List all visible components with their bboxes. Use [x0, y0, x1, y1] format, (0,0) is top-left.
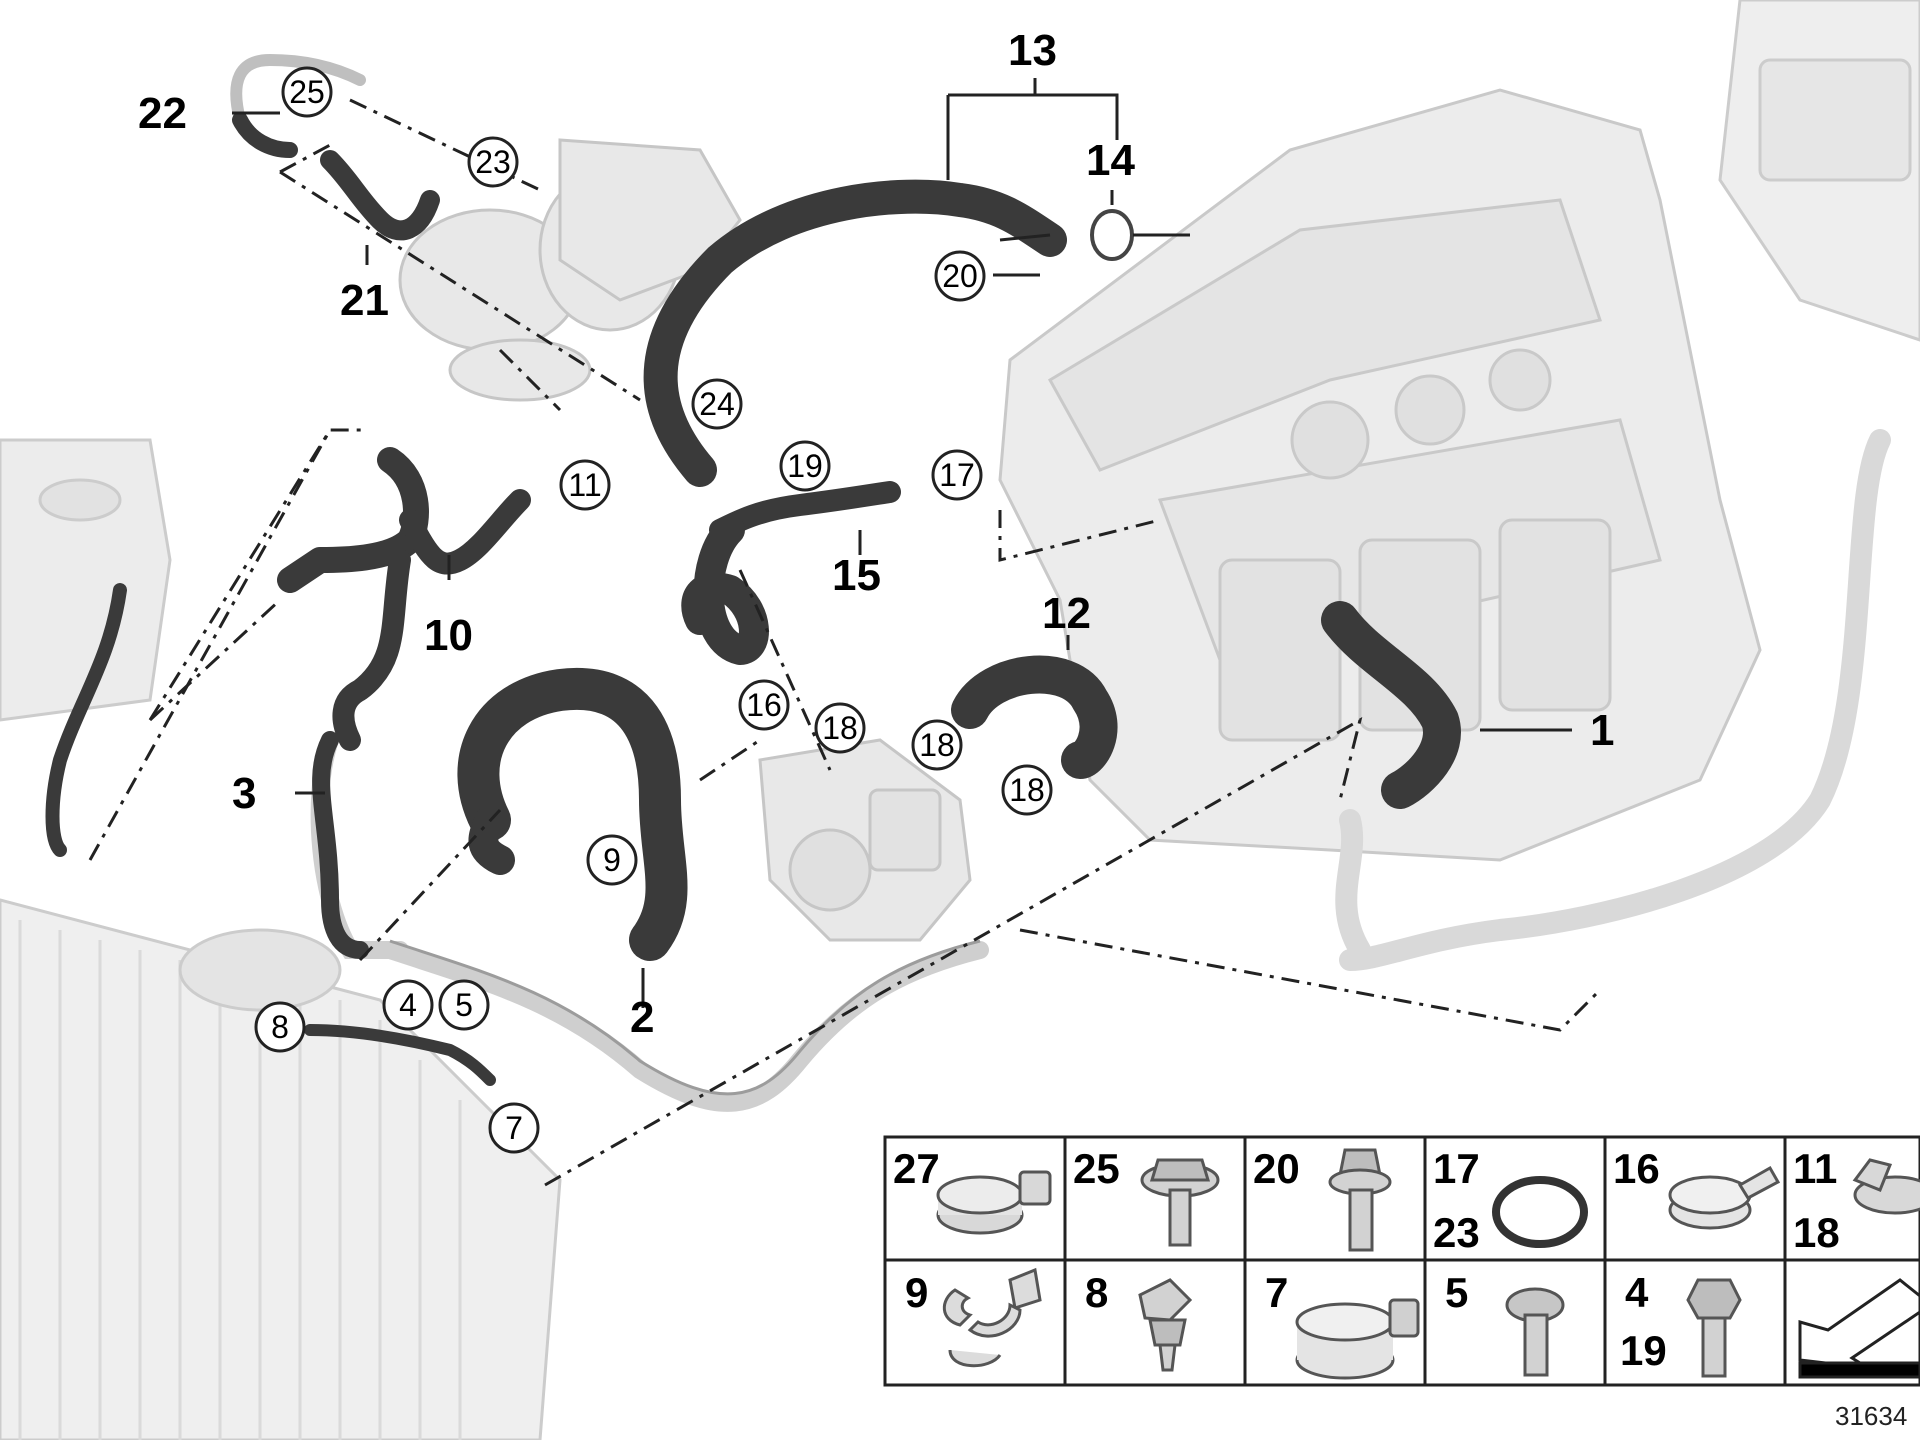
parts-num-9: 9 [905, 1269, 928, 1316]
turbo-coolant-line [230, 53, 366, 126]
callout-16: 16 [738, 679, 790, 731]
expansion-tank [0, 438, 172, 722]
heater-pipe [1335, 429, 1891, 971]
parts-num-4: 4 [1625, 1269, 1649, 1316]
reference-number: 31634 [1835, 1401, 1907, 1431]
callout-18-a: 18 [814, 702, 866, 754]
coolant-pipe-lower-outline [389, 939, 981, 1096]
svg-text:18: 18 [919, 727, 955, 763]
hose-22 [232, 112, 298, 158]
label-13: 13 [1008, 26, 1057, 75]
label-15: 15 [832, 551, 881, 600]
o-ring-icon [1492, 1176, 1588, 1248]
svg-text:5: 5 [455, 987, 473, 1023]
label-14: 14 [1086, 136, 1135, 185]
part-number-labels: 1 2 3 10 12 13 14 15 21 22 [138, 26, 1614, 1042]
pan-screw-icon [1505, 1287, 1565, 1377]
svg-text:11: 11 [568, 467, 601, 503]
dark-hoses [45, 150, 1461, 1086]
band-clamp-icon [1295, 1298, 1420, 1380]
spring-clamp-icon [1668, 1165, 1781, 1230]
parts-num-18: 18 [1793, 1209, 1840, 1256]
svg-text:23: 23 [475, 144, 511, 180]
o-ring-14 [1090, 209, 1134, 261]
parts-num-23: 23 [1433, 1209, 1480, 1256]
parts-num-7: 7 [1265, 1269, 1288, 1316]
callout-23: 23 [467, 136, 519, 188]
hex-bolt-icon [1686, 1278, 1742, 1378]
flange-bolt-icon [1140, 1158, 1220, 1247]
label-12: 12 [1042, 589, 1091, 638]
svg-text:18: 18 [822, 710, 858, 746]
callout-18-c: 18 [1001, 764, 1053, 816]
callout-25: 25 [281, 66, 333, 118]
parts-num-25: 25 [1073, 1145, 1120, 1192]
svg-text:7: 7 [505, 1110, 523, 1146]
parts-num-8: 8 [1085, 1269, 1108, 1316]
callout-18-b: 18 [911, 719, 963, 771]
svg-text:16: 16 [746, 687, 782, 723]
callout-7: 7 [488, 1102, 540, 1154]
parts-num-19: 19 [1620, 1327, 1667, 1374]
hose-clamp-icon [936, 1170, 1052, 1235]
collar-screw-icon [1328, 1148, 1392, 1252]
label-22: 22 [138, 89, 187, 138]
callout-5: 5 [438, 979, 490, 1031]
dash-dot-lines [88, 98, 1602, 1187]
parts-num-16: 16 [1613, 1145, 1660, 1192]
callout-11: 11 [559, 459, 611, 511]
callout-17: 17 [931, 449, 983, 501]
svg-text:17: 17 [939, 457, 975, 493]
callout-19: 19 [779, 440, 831, 492]
hose-clip-icon [942, 1267, 1042, 1368]
air-box [1718, 0, 1920, 342]
radiator [0, 898, 562, 1440]
water-pump [758, 738, 972, 942]
callout-9: 9 [586, 834, 638, 886]
svg-text:20: 20 [942, 258, 978, 294]
expanding-rivet-icon [1138, 1278, 1193, 1372]
parts-num-11: 11 [1793, 1145, 1837, 1192]
leader-lines [232, 78, 1572, 1008]
turbocharger [398, 138, 742, 402]
parts-table: 27 25 20 17 23 16 11 18 9 8 7 5 4 19 [883, 1135, 1920, 1387]
parts-num-20: 20 [1253, 1145, 1300, 1192]
svg-text:18: 18 [1009, 772, 1045, 808]
label-10: 10 [424, 611, 473, 660]
svg-text:9: 9 [603, 842, 621, 878]
label-3: 3 [232, 769, 256, 818]
svg-text:19: 19 [787, 448, 823, 484]
label-21: 21 [340, 276, 389, 325]
label-1: 1 [1590, 706, 1614, 755]
direction-arrow-icon [1798, 1278, 1920, 1379]
parts-num-27: 27 [893, 1145, 940, 1192]
parts-num-5: 5 [1445, 1269, 1468, 1316]
callout-4: 4 [382, 979, 434, 1031]
svg-text:4: 4 [399, 987, 417, 1023]
callout-8: 8 [254, 1001, 306, 1053]
parts-num-17: 17 [1433, 1145, 1480, 1192]
svg-text:25: 25 [289, 74, 325, 110]
callouts: 4 5 7 8 9 11 16 17 18 18 18 19 20 23 24 … [254, 66, 1053, 1154]
clamp-icon [1852, 1158, 1920, 1215]
svg-text:8: 8 [271, 1009, 289, 1045]
callout-24: 24 [691, 378, 743, 430]
callout-20: 20 [934, 250, 986, 302]
label-2: 2 [630, 993, 654, 1042]
svg-text:24: 24 [699, 386, 735, 422]
